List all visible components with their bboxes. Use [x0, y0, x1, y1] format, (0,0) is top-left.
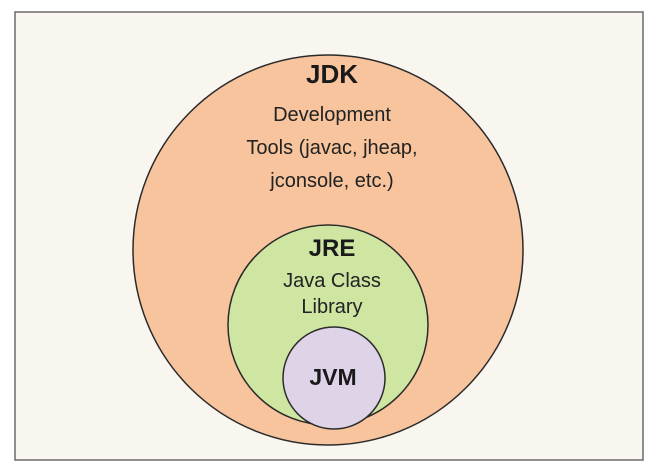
jdk-description-line-1: Development [273, 104, 391, 126]
jdk-description-line-2: Tools (javac, jheap, [246, 137, 417, 159]
jvm-title: JVM [309, 364, 356, 390]
jre-description-line-2: Library [301, 296, 362, 318]
jdk-description-line-3: jconsole, etc.) [269, 170, 393, 192]
jdk-title: JDK [306, 59, 358, 89]
jvm-circle [282, 326, 386, 430]
jre-description-line-1: Java Class [283, 270, 381, 292]
jre-title: JRE [309, 235, 356, 262]
